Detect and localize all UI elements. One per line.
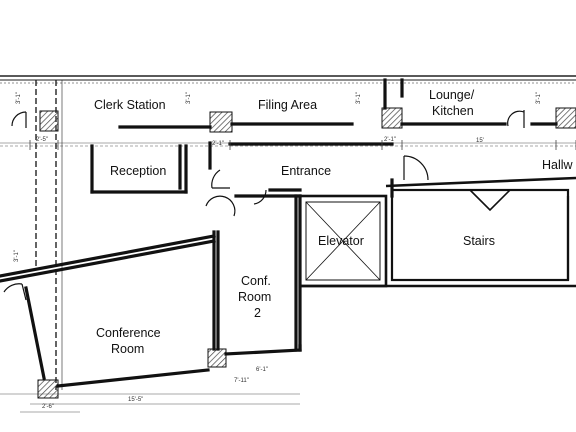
- room-label-clerk-station: Clerk Station: [94, 98, 166, 112]
- elevator-stairs-block: [298, 176, 576, 288]
- dimension-label: 2'-1": [384, 137, 396, 143]
- dimension-lines: [0, 142, 576, 413]
- room-label-elevator: Elevator: [318, 234, 364, 248]
- vertical-dimension-label: 3'-1": [536, 92, 542, 104]
- room-label-hallway: Hallw: [542, 158, 573, 172]
- dimension-label: 6'-1": [256, 367, 268, 373]
- door-swings: [3, 110, 525, 301]
- room-label-reception: Reception: [110, 164, 167, 178]
- dimension-label: 2'-6": [42, 404, 54, 410]
- room-label-conf-room-2-line3: 2: [254, 306, 261, 320]
- room-label-filing-area: Filing Area: [258, 98, 318, 112]
- room-label-lounge: Lounge/: [429, 88, 475, 102]
- dimension-label: 15'-5": [128, 397, 144, 403]
- room-label-conference-line1: Conference: [96, 326, 161, 340]
- room-label-stairs: Stairs: [463, 234, 495, 248]
- interior-walls: [0, 78, 558, 388]
- vertical-dimension-label: 3'-1": [16, 92, 22, 104]
- dimension-label: 7'-11": [234, 378, 249, 384]
- dimension-label: 2'-5": [36, 137, 48, 143]
- left-column-lines: [35, 80, 63, 390]
- column-blocks: [37, 107, 576, 399]
- room-label-entrance: Entrance: [281, 164, 332, 178]
- room-label-conference-line2: Room: [111, 342, 145, 356]
- vertical-dimension-label: 3'-1": [186, 92, 192, 104]
- dimension-label: 2'-1": [212, 141, 224, 147]
- top-outer-wall: [0, 75, 576, 84]
- dimension-label: 15': [476, 138, 484, 144]
- room-label-conf-room-2-line2: Room: [238, 290, 272, 304]
- vertical-dimension-label: 3'-1": [14, 250, 20, 262]
- room-label-kitchen: Kitchen: [432, 104, 474, 118]
- room-label-conf-room-2-line1: Conf.: [241, 274, 271, 288]
- vertical-dimension-label: 3'-1": [356, 92, 362, 104]
- dimension-ticks: [29, 140, 576, 150]
